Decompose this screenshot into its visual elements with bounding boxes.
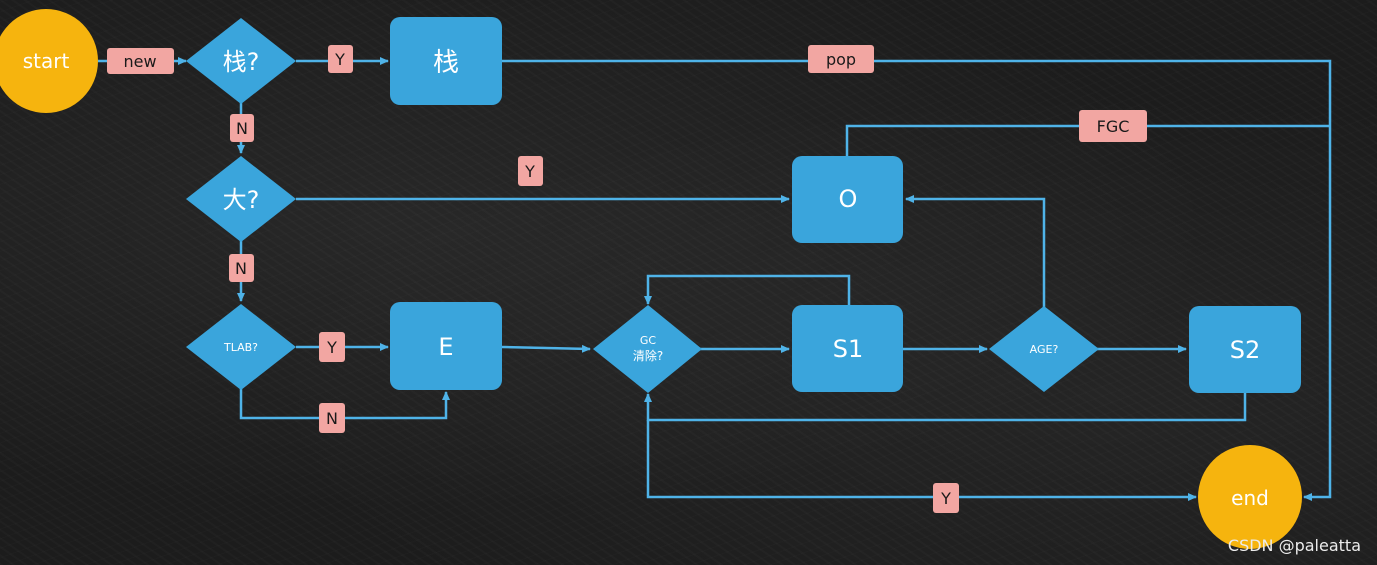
edge-label-new: new xyxy=(107,48,174,74)
edge-label-n-stack-text: N xyxy=(236,119,248,138)
edge-label-n-tlab-text: N xyxy=(326,409,338,428)
end-node: end xyxy=(1198,445,1302,549)
tlab-question-label: TLAB? xyxy=(223,341,258,354)
eden-node: E xyxy=(390,302,502,390)
edge-label-pop-text: pop xyxy=(826,50,856,69)
stack-question-node: 栈? xyxy=(186,18,296,104)
s2-node: S2 xyxy=(1189,306,1301,393)
edge-label-y-big: Y xyxy=(518,156,543,186)
gc-question-node: GC 清除? xyxy=(593,305,702,393)
s2-label: S2 xyxy=(1230,336,1261,364)
edge-label-n-big: N xyxy=(229,254,254,282)
edge-s1-to-gc-question xyxy=(644,274,851,305)
age-question-label: AGE? xyxy=(1030,343,1059,356)
big-question-label: 大? xyxy=(223,186,260,214)
edge-label-n-big-text: N xyxy=(235,259,247,278)
start-label: start xyxy=(23,49,70,73)
gc-question-label-line2: 清除? xyxy=(633,348,663,363)
edge-label-fgc: FGC xyxy=(1079,110,1147,142)
edge-s2-to-gc-question xyxy=(644,393,1247,422)
edge-label-y-tlab-text: Y xyxy=(326,338,337,357)
stack-question-label: 栈? xyxy=(223,48,260,76)
edges xyxy=(98,57,1332,501)
edge-old-to-end-fgc xyxy=(845,124,1330,156)
old-gen-node: O xyxy=(792,156,903,243)
edge-label-y-big-text: Y xyxy=(524,162,535,181)
edge-label-pop: pop xyxy=(808,45,874,73)
tlab-question-node: TLAB? xyxy=(186,304,296,390)
edge-label-fgc-text: FGC xyxy=(1097,117,1130,136)
start-node: start xyxy=(0,9,98,113)
stack-label: 栈 xyxy=(433,48,459,78)
s1-label: S1 xyxy=(833,335,864,363)
stack-node: 栈 xyxy=(390,17,502,105)
old-gen-label: O xyxy=(839,185,858,213)
end-label: end xyxy=(1231,486,1269,510)
edge-age-question-to-old xyxy=(905,195,1046,307)
gc-question-label-line1: GC xyxy=(640,334,657,347)
edge-label-n-tlab: N xyxy=(319,403,345,433)
edge-label-y-stack: Y xyxy=(328,45,353,73)
age-question-node: AGE? xyxy=(989,306,1099,392)
edge-eden-to-gc-question xyxy=(501,344,591,353)
edge-label-new-text: new xyxy=(123,52,156,71)
edge-label-n-stack: N xyxy=(230,114,254,142)
s1-node: S1 xyxy=(792,305,903,392)
big-question-node: 大? xyxy=(186,156,296,242)
edge-label-y-stack-text: Y xyxy=(334,50,345,69)
edge-label-y-tlab: Y xyxy=(319,332,345,362)
edge-label-y-gc-text: Y xyxy=(940,489,951,508)
edge-label-y-gc: Y xyxy=(933,483,959,513)
edge-gc-question-to-end xyxy=(646,420,1197,501)
edge-stack-to-end xyxy=(502,59,1332,501)
watermark: CSDN @paleatta xyxy=(1227,536,1361,555)
eden-label: E xyxy=(438,333,453,361)
